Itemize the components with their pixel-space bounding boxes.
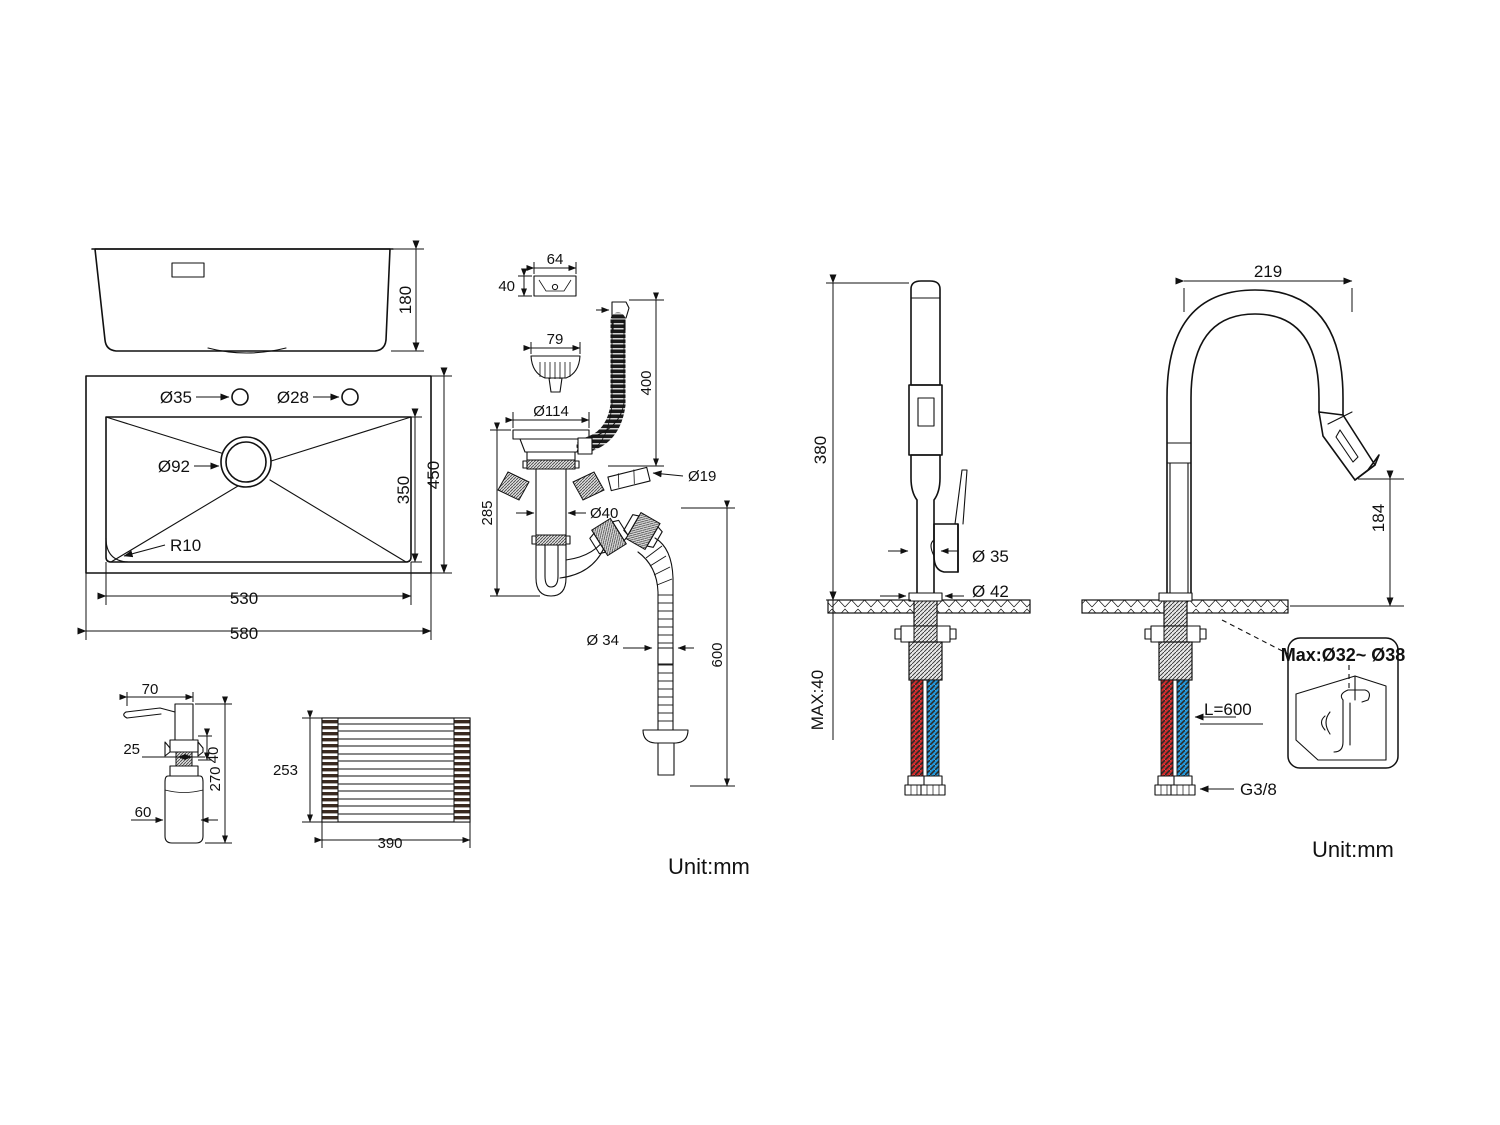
label-hole-28: Ø28 bbox=[277, 388, 309, 407]
dim-label-285: 285 bbox=[479, 500, 496, 525]
dim-rack-390: 390 bbox=[314, 822, 471, 852]
dim-label-380: 380 bbox=[811, 436, 830, 464]
callout-hole-35: Ø35 bbox=[160, 388, 230, 407]
dim-soap-25: 25 bbox=[123, 741, 205, 760]
dim-label-450: 450 bbox=[424, 461, 443, 489]
dim-waste-34: Ø 34 bbox=[586, 632, 694, 651]
dim-faucet-d35: Ø 35 bbox=[888, 547, 1009, 566]
sink-front-view bbox=[91, 248, 394, 354]
dim-label-g38: G3/8 bbox=[1240, 780, 1277, 799]
unit-label-right: Unit:mm bbox=[1312, 837, 1394, 862]
dim-label-rack-390: 390 bbox=[377, 835, 402, 852]
callout-drain-92: Ø92 bbox=[158, 457, 220, 476]
dim-label-max40: MAX:40 bbox=[808, 670, 827, 730]
dim-label-114: Ø114 bbox=[533, 403, 569, 420]
dim-faucet-219: 219 bbox=[1175, 262, 1353, 312]
drain-body bbox=[497, 429, 609, 597]
label-hole-35: Ø35 bbox=[160, 388, 192, 407]
dim-sink-450: 450 bbox=[424, 367, 452, 574]
dim-label-350: 350 bbox=[394, 476, 413, 504]
dim-label-strainer-79: 79 bbox=[547, 331, 564, 348]
dim-waste-600: 600 bbox=[681, 500, 735, 787]
dim-trap-40: Ø40 bbox=[516, 505, 618, 522]
dim-hose-length: L=600 bbox=[1194, 700, 1263, 725]
dim-rack-253: 253 bbox=[273, 710, 322, 823]
callout-radius-r10: R10 bbox=[123, 536, 201, 558]
dim-soap-70: 70 bbox=[119, 681, 194, 706]
dim-label-530: 530 bbox=[230, 589, 258, 608]
label-r10: R10 bbox=[170, 536, 201, 555]
drying-rack bbox=[321, 717, 471, 823]
dim-label-d35: Ø 35 bbox=[972, 547, 1009, 566]
dim-sink-350: 350 bbox=[394, 408, 422, 563]
dim-faucet-max40: MAX:40 bbox=[808, 591, 837, 740]
dim-label-l600: L=600 bbox=[1204, 700, 1252, 719]
dim-label-soap-270: 270 bbox=[207, 766, 224, 791]
dim-label-soap-25: 25 bbox=[123, 741, 140, 758]
dim-label-overflow-40: 40 bbox=[498, 278, 515, 295]
dim-soap-40: 40 bbox=[198, 728, 222, 764]
dim-overflow-64: 64 bbox=[526, 251, 577, 274]
dim-overflow-40: 40 bbox=[498, 268, 532, 297]
dim-drain-285: 285 bbox=[479, 422, 540, 597]
dim-label-184: 184 bbox=[1369, 504, 1388, 532]
dim-label-rack-253: 253 bbox=[273, 762, 298, 779]
dim-sink-580: 580 bbox=[77, 573, 432, 643]
dim-label-400: 400 bbox=[638, 370, 655, 395]
callout-label-max-hole: Max:Ø32~ Ø38 bbox=[1281, 645, 1406, 665]
dim-label-40: Ø40 bbox=[590, 505, 618, 522]
dim-sink-530: 530 bbox=[97, 562, 412, 608]
dim-label-sink-depth: 180 bbox=[396, 286, 415, 314]
waste-pipe bbox=[637, 537, 689, 776]
dim-strainer-79: 79 bbox=[523, 331, 581, 354]
dim-faucet-380: 380 bbox=[811, 274, 911, 601]
trap-elbow-joints bbox=[589, 511, 663, 557]
unit-label-left: Unit:mm bbox=[668, 854, 750, 879]
dim-label-soap-40: 40 bbox=[205, 747, 222, 764]
dim-faucet-184: 184 bbox=[1290, 470, 1404, 607]
countertop-hole-callout: Max:Ø32~ Ø38 bbox=[1221, 619, 1406, 769]
dim-label-overflow-64: 64 bbox=[547, 251, 564, 268]
dim-label-d42: Ø 42 bbox=[972, 582, 1009, 601]
dim-label-19: Ø19 bbox=[688, 468, 716, 485]
dim-sink-depth-180: 180 bbox=[391, 240, 424, 352]
dim-label-219: 219 bbox=[1254, 262, 1282, 281]
dim-overflow-hose-400: 400 bbox=[608, 292, 664, 467]
dim-soap-60: 60 bbox=[131, 804, 218, 823]
dim-faucet-d42: Ø 42 bbox=[880, 582, 1009, 601]
sink-top-view bbox=[85, 375, 432, 574]
dim-label-580: 580 bbox=[230, 624, 258, 643]
strainer-basket bbox=[530, 355, 581, 393]
dim-flange-114: Ø114 bbox=[505, 403, 590, 428]
overflow-cover bbox=[533, 275, 577, 297]
faucet-left bbox=[827, 280, 1031, 796]
faucet-right bbox=[1081, 289, 1380, 796]
dim-thread-g38: G3/8 bbox=[1199, 780, 1277, 799]
label-drain-92: Ø92 bbox=[158, 457, 190, 476]
overflow-hose bbox=[576, 301, 630, 455]
dim-label-600: 600 bbox=[709, 642, 726, 667]
dim-soap-270: 270 bbox=[195, 696, 232, 844]
overflow-connector: Ø19 bbox=[607, 466, 716, 492]
dim-label-34: Ø 34 bbox=[586, 632, 619, 649]
callout-hole-28: Ø28 bbox=[277, 388, 340, 407]
dim-label-soap-60: 60 bbox=[135, 804, 152, 821]
dim-label-soap-70: 70 bbox=[142, 681, 159, 698]
